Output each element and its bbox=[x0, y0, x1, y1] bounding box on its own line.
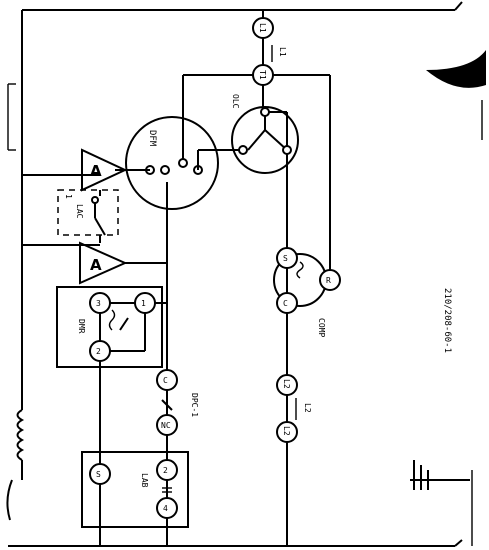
dmr-label: DMR bbox=[77, 319, 86, 334]
olc-overload: OLC bbox=[231, 94, 299, 174]
svg-text:LAC: LAC bbox=[75, 204, 84, 219]
svg-text:L2: L2 bbox=[282, 379, 291, 389]
svg-text:L2: L2 bbox=[282, 426, 291, 436]
l2-terminals: L2 L2 L2 bbox=[276, 374, 312, 443]
dmr-box: 3 2 1 DMR bbox=[56, 286, 163, 368]
svg-text:1: 1 bbox=[141, 299, 146, 308]
power-rails bbox=[7, 1, 463, 547]
comp-label: COMP bbox=[317, 318, 326, 337]
heater-coil bbox=[6, 80, 25, 521]
amp-top-label: A bbox=[90, 162, 102, 180]
olc-label: OLC bbox=[231, 94, 240, 109]
compressor: S C R COMP bbox=[273, 247, 341, 337]
svg-text:S: S bbox=[96, 470, 101, 479]
svg-text:R: R bbox=[326, 276, 331, 285]
svg-text:2: 2 bbox=[163, 466, 168, 475]
svg-text:3: 3 bbox=[96, 299, 101, 308]
svg-text:4: 4 bbox=[163, 504, 168, 513]
svg-text:NC: NC bbox=[161, 421, 171, 430]
l2-text: L2 bbox=[303, 403, 312, 413]
main-wires bbox=[99, 10, 331, 546]
dpc-switch: C NC DPC-1 bbox=[156, 369, 199, 436]
dfm-label: DFM bbox=[147, 130, 157, 147]
svg-text:C: C bbox=[283, 299, 288, 308]
lab-label: LAB bbox=[140, 473, 149, 488]
t1-terminal bbox=[252, 64, 274, 86]
svg-text:S: S bbox=[283, 254, 288, 263]
lac-box bbox=[57, 189, 119, 236]
l1-text: L1 bbox=[278, 47, 287, 57]
lac-section: A A LAC 1 bbox=[22, 148, 167, 285]
voltage-code: 210/208-60-1 bbox=[442, 288, 452, 353]
dpc-label: DPC-1 bbox=[190, 393, 199, 417]
svg-text:1: 1 bbox=[64, 194, 73, 199]
crescent-shape bbox=[426, 50, 486, 88]
svg-text:L1: L1 bbox=[258, 23, 267, 33]
l1-terminals: L1 T1 L1 bbox=[252, 10, 287, 86]
lab-box: S 2 4 LAB bbox=[81, 451, 189, 546]
svg-text:T1: T1 bbox=[258, 70, 267, 80]
svg-text:C: C bbox=[163, 376, 168, 385]
amp-bottom-label: A bbox=[90, 256, 102, 274]
svg-text:2: 2 bbox=[96, 347, 101, 356]
dfm-module: DFM bbox=[115, 116, 243, 210]
ground-icon bbox=[410, 460, 470, 490]
